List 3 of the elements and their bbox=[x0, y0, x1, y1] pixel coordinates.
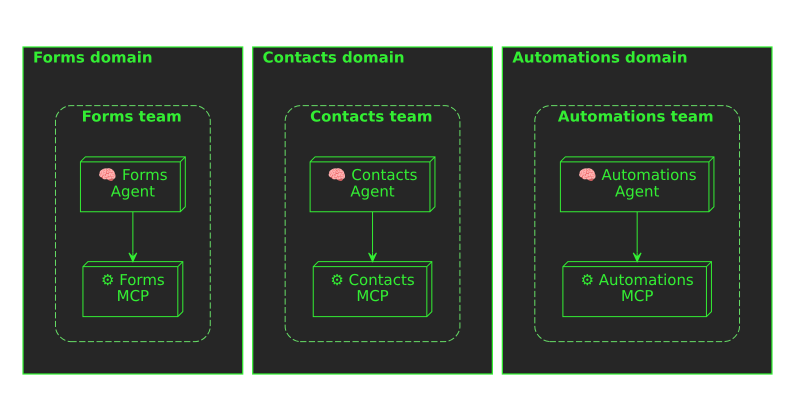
arrow bbox=[632, 210, 642, 262]
arrow bbox=[128, 210, 138, 262]
arrow bbox=[368, 210, 377, 262]
